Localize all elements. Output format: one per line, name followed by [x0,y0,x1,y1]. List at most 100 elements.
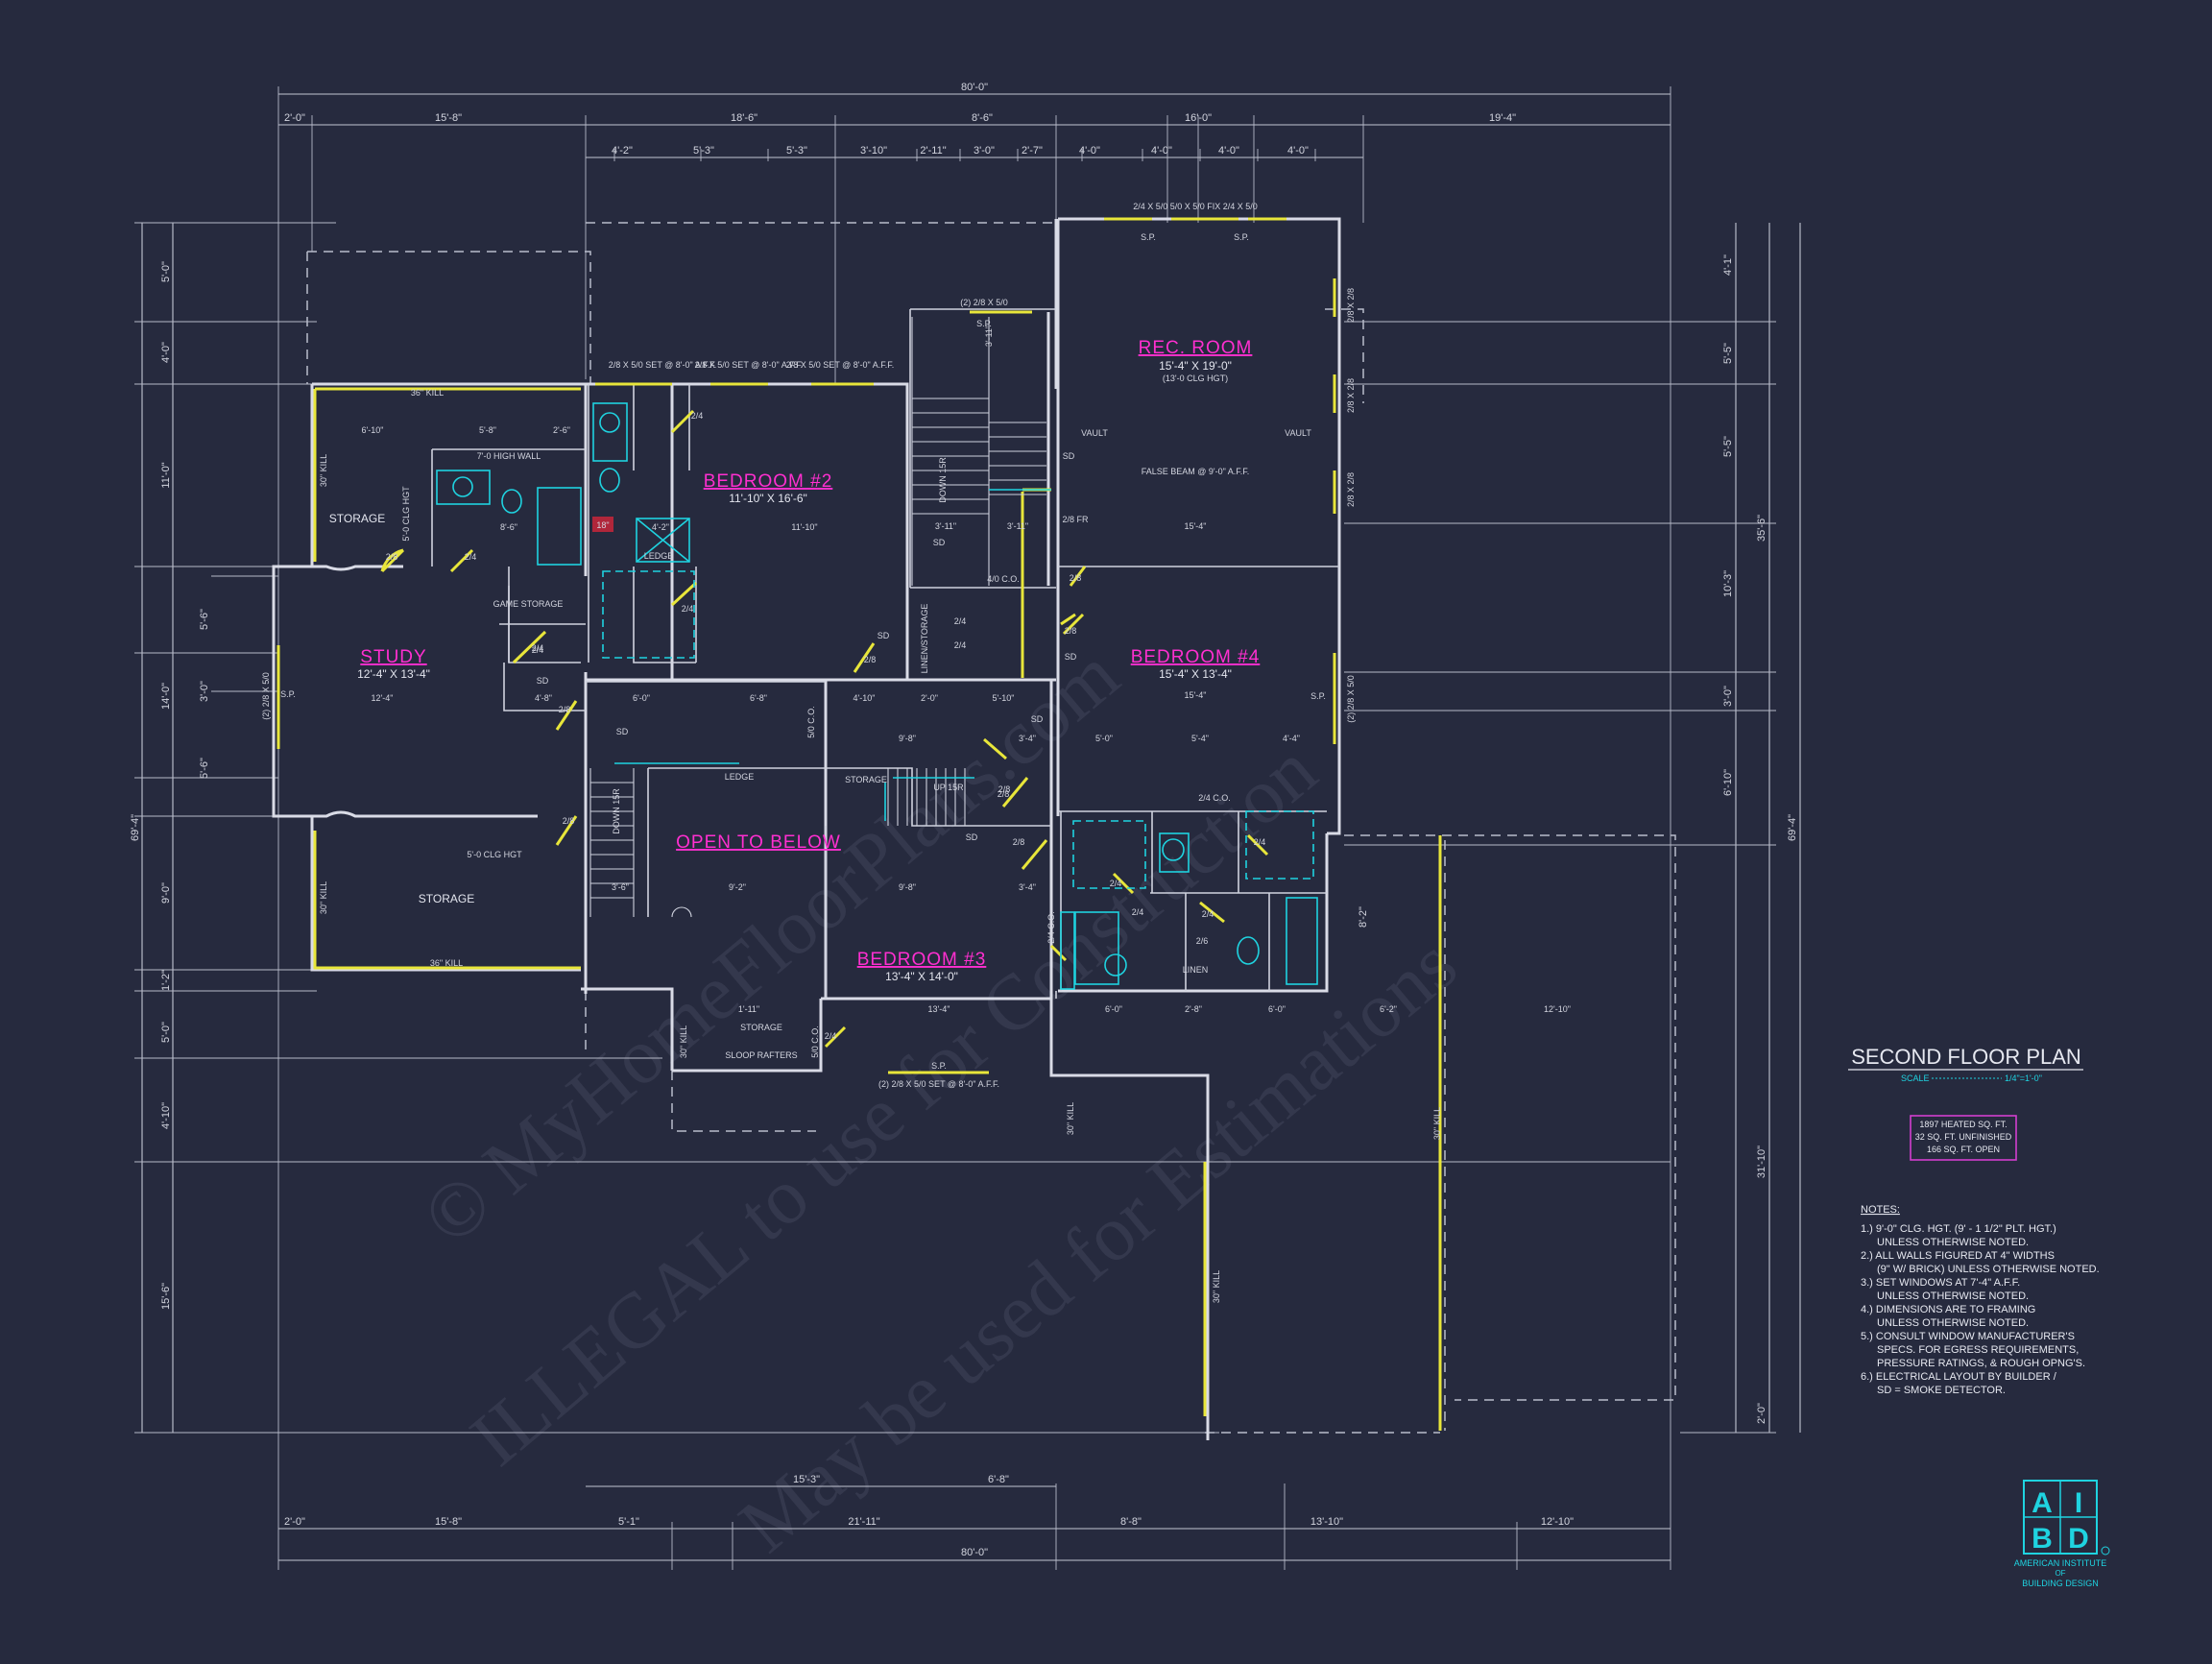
logo-letter-a: A [2032,1487,2053,1519]
note-line-8: 5.) CONSULT WINDOW MANUFACTURER'S [1861,1331,2075,1342]
room-clg-rec: (13'-0 CLG HGT) [1163,374,1228,383]
dimension-texts-bottom: 15'-3" 6'-8" 2'-0" 15'-8" 5'-1" 21'-11" … [284,1474,1574,1558]
dim-inner-11: 2'-0" [921,693,938,703]
dimension-texts-top: 80'-0" 2'-0" 15'-8" 18'-6" 8'-6" 16'-0" … [284,82,1516,157]
label-door-28-g: 2/8 [1065,626,1077,636]
dim-row2-6: 2'-7" [1022,145,1043,157]
dim-inner-8: 6'-0" [633,693,650,703]
dim-inner-27: 6'-2" [1380,1004,1397,1014]
dim-row1-4: 16'-0" [1185,112,1212,124]
label-clg-hgt-lower: 5'-0 CLG HGT [467,850,522,859]
area-unfinished: 32 SQ. FT. UNFINISHED [1915,1132,2012,1142]
label-kill-30-2: 30" KILL [1432,1107,1442,1140]
label-win-rec-side-2: 2/8 X 2/8 [1346,378,1356,413]
label-false-beam: FALSE BEAM @ 9'-0" A.F.F. [1142,467,1250,476]
room-size-bedroom2: 11'-10" X 16'-6" [729,492,807,505]
label-sd-2: SD [537,676,549,686]
label-dim-18: 18" [596,520,609,530]
area-open: 166 SQ. FT. OPEN [1927,1145,2000,1154]
label-win-rec-side-1: 2/8 X 2/8 [1346,288,1356,323]
label-game-storage: GAME STORAGE [493,599,564,609]
label-win-stair: (2) 2/8 X 5/0 [960,298,1008,307]
note-line-10: PRESSURE RATINGS, & ROUGH OPNG'S. [1877,1358,2085,1369]
room-size-bedroom3: 13'-4" X 14'-0" [885,970,958,983]
label-door-28-i: 2/8 [998,789,1010,799]
label-win-bed2-1: 2/8 X 5/0 SET @ 8'-0" A.F.F. [609,360,716,370]
room-name-bedroom2: BEDROOM #2 [704,471,833,492]
label-storage-upper: STORAGE [329,512,385,525]
label-linen-storage: LINEN/STORAGE [920,604,929,674]
dim-right1-1: 5'-5" [1722,343,1734,364]
dim-left-10: 4'-10" [160,1102,172,1129]
label-door-28-h: 2/8 [1070,573,1082,583]
dim-inner-7: 4'-8" [535,693,552,703]
dim-left-9: 5'-0" [160,1022,172,1043]
sink-icon [1104,953,1127,977]
dim-inner-25: 2'-8" [1185,1004,1202,1014]
sink-icon [436,470,491,505]
dim-overall-bottom: 80'-0" [961,1547,988,1558]
dim-inner-24: 6'-0" [1105,1004,1122,1014]
dim-inner-28: 12'-10" [1544,1004,1571,1014]
dim-inner-18: 15'-4" [1185,521,1207,531]
dim-left-5: 14'-0" [160,683,172,710]
label-down-stair-upper: DOWN 15R [938,457,948,503]
plan-title: SECOND FLOOR PLAN [1851,1045,2081,1069]
dimension-texts-right: 4'-1" 5'-5" 5'-5" 10'-3" 3'-0" 6'-10" 35… [1358,254,1798,1424]
area-box [1910,1115,2017,1161]
dim-row2-1: 5'-3" [693,145,714,157]
note-line-11: 6.) ELECTRICAL LAYOUT BY BUILDER / [1861,1371,2057,1383]
label-door-24-d: 2/4 [682,604,694,614]
label-win-bed3: (2) 2/8 X 5/0 SET @ 8'-0" A.F.F. [878,1079,999,1089]
sink-icon [592,402,628,462]
label-kill-bottom-left: 30" KILL [679,1025,688,1058]
dim-inner-14: 3'-4" [1019,734,1036,743]
room-labels: BEDROOM #2 11'-10" X 16'-6" REC. ROOM 15… [357,338,1259,983]
dim-bottom2-0: 2'-0" [284,1516,305,1528]
dim-inner-32: 3'-11" [1007,521,1028,531]
dim-row2-3: 3'-10" [860,145,887,157]
dim-inner-16: 5'-4" [1191,734,1209,743]
dim-inner-0: 6'-10" [362,425,384,435]
dim-left-1: 4'-0" [160,342,172,363]
dim-row2-7: 4'-0" [1079,145,1100,157]
label-up: UP 15R [933,783,964,792]
dim-inner-22: 3'-4" [1019,882,1036,892]
label-kill-left-lower: 30" KILL [319,881,328,914]
dim-inner-29: 3'-6" [612,882,629,892]
shower-icon [636,518,690,563]
exterior-walls [272,217,1341,1440]
label-sp-2: S.P. [1234,232,1249,242]
dim-left-0: 5'-0" [160,261,172,282]
dim-row1-5: 19'-4" [1489,112,1516,124]
room-name-study: STUDY [360,647,426,667]
dim-inner-17: 4'-4" [1283,734,1300,743]
room-size-bedroom4: 15'-4" X 13'-4" [1159,667,1232,681]
label-ledge-open: LEDGE [725,772,755,782]
dim-row2-2: 5'-3" [786,145,807,157]
dim-bottom2-2: 5'-1" [618,1516,639,1528]
dim-row1-0: 2'-0" [284,112,305,124]
label-kill-left-upper: 30" KILL [319,454,328,487]
dim-row2-5: 3'-0" [974,145,995,157]
label-door-24-g: 2/4 [1110,879,1122,888]
label-door-28-e: 2/8 [998,784,1011,794]
lower-level-outline [306,222,1676,1434]
dim-row2-8: 4'-0" [1151,145,1172,157]
label-door-24-l: 2/4 [532,643,544,653]
label-kill-upper: 36" KILL [411,388,444,398]
label-kill-lower: 36" KILL [430,958,463,968]
label-co-bath: 2/4 C.O. [1046,911,1056,944]
label-door-24-e: 2/4 [1254,837,1266,847]
note-line-2: 2.) ALL WALLS FIGURED AT 4" WIDTHS [1861,1250,2055,1262]
label-sp-5: S.P. [1310,691,1326,701]
bench-icon [592,517,613,532]
area-heated: 1897 HEATED SQ. FT. [1919,1120,2007,1129]
dim-right2-0: 35'-6" [1756,515,1767,542]
dim-inner-23: 13'-4" [928,1004,950,1014]
label-win-study: (2) 2/8 X 5/0 [261,672,271,720]
dim-row2-4: 2'-11" [920,145,946,157]
scale-label: SCALE [1901,1073,1930,1083]
